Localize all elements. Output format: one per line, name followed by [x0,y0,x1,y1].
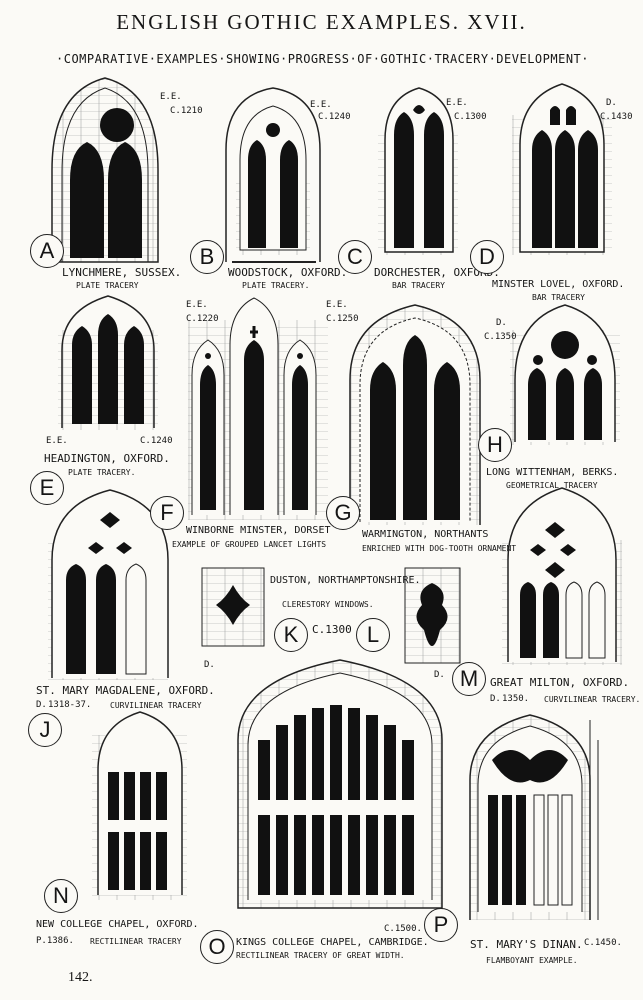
date-n: P.1386. [36,936,74,946]
desc-d: BAR TRACERY [532,293,585,302]
label-letter-l: L [356,618,390,652]
date-o: C.1500. [384,924,422,934]
name-c: DORCHESTER, OXFORD. [374,266,500,279]
date-g: C.1250 [326,314,359,324]
page-subtitle: ·COMPARATIVE·EXAMPLES·SHOWING·PROGRESS·O… [56,52,589,66]
period-m: D. [490,694,501,704]
label-letter-c: C [338,240,372,274]
label-letter-h: H [478,428,512,462]
period-j: D. [36,700,47,710]
window-f-drawing [188,297,328,520]
date-d: C.1430 [600,112,633,122]
desc-b: PLATE TRACERY. [242,281,310,290]
date-e: C.1240 [140,436,173,446]
period-e: E.E. [46,436,68,446]
window-d-drawing [512,83,612,255]
desc-f: EXAMPLE OF GROUPED LANCET LIGHTS [172,540,327,549]
label-letter-k: K [274,618,308,652]
date-m: 1350. [502,694,530,704]
page-title: ENGLISH GOTHIC EXAMPLES. XVII. [116,10,527,34]
name-a: LYNCHMERE, SUSSEX. [62,266,182,279]
period-a: E.E. [160,92,182,102]
window-a-drawing [51,77,159,263]
desc-p: FLAMBOYANT EXAMPLE. [486,956,578,965]
date-k: C.1300 [312,623,352,636]
desc-k: CLERESTORY WINDOWS. [282,600,374,609]
name-k: DUSTON, NORTHAMPTONSHIRE. [270,575,421,586]
window-n-drawing [92,711,187,900]
period-l: D. [434,670,445,680]
window-l-drawing [404,567,461,664]
label-letter-n: N [44,879,78,913]
desc-o: RECTILINEAR TRACERY OF GREAT WIDTH. [236,951,405,960]
desc-n: RECTILINEAR TRACERY [90,937,182,946]
name-g: WARMINGTON, NORTHANTS [362,529,489,540]
name-f: WINBORNE MINSTER, DORSET [186,525,331,536]
date-a: C.1210 [170,106,203,116]
name-p: ST. MARY'S DINAN. [470,938,583,951]
desc-g: ENRICHED WITH DOG-TOOTH ORNAMENT [362,544,517,553]
desc-e: PLATE TRACERY. [68,468,136,477]
period-k: D. [204,660,215,670]
desc-j: CURVILINEAR TRACERY [110,701,202,710]
label-letter-m: M [452,662,486,696]
window-g-drawing [349,304,481,525]
label-letter-p: P [424,908,458,942]
label-letter-f: F [150,496,184,530]
name-j: ST. MARY MAGDALENE, OXFORD. [36,684,215,697]
window-b-drawing [225,87,321,263]
window-p-drawing [469,714,599,920]
name-e: HEADINGTON, OXFORD. [44,452,170,465]
date-p: C.1450. [584,938,622,948]
desc-c: BAR TRACERY [392,281,445,290]
date-h: C.1350 [484,332,517,342]
period-c: E.E. [446,98,468,108]
desc-m: CURVILINEAR TRACERY. [544,695,641,704]
period-h: D. [496,318,507,328]
label-letter-g: G [326,496,360,530]
window-m-drawing [502,487,622,665]
window-c-drawing [378,87,458,255]
window-h-drawing [510,304,620,445]
name-m: GREAT MILTON, OXFORD. [490,676,630,689]
date-f: C.1220 [186,314,219,324]
name-h: LONG WITTENHAM, BERKS. [486,467,619,478]
name-b: WOODSTOCK, OXFORD. [228,266,348,279]
label-letter-e: E [30,471,64,505]
name-d: MINSTER LOVEL, OXFORD. [492,279,625,290]
name-n: NEW COLLEGE CHAPEL, OXFORD. [36,919,199,930]
desc-a: PLATE TRACERY [76,281,139,290]
period-b: E.E. [310,100,332,110]
name-o: KINGS COLLEGE CHAPEL, CAMBRIDGE. [236,937,429,948]
date-c: C.1300 [454,112,487,122]
label-letter-d: D [470,240,504,274]
period-f: E.E. [186,300,208,310]
date-j: 1318-37. [48,700,92,710]
period-g: E.E. [326,300,348,310]
label-letter-j: J [28,713,62,747]
window-e-drawing [58,295,158,430]
period-d: D. [606,98,617,108]
window-o-drawing [237,659,443,909]
desc-h: GEOMETRICAL TRACERY [506,481,598,490]
label-letter-a: A [30,234,64,268]
date-b: C.1240 [318,112,351,122]
window-k-drawing [201,567,265,647]
window-j-drawing [48,489,169,680]
label-letter-b: B [190,240,224,274]
page-number: 142. [68,970,93,985]
label-letter-o: O [200,930,234,964]
